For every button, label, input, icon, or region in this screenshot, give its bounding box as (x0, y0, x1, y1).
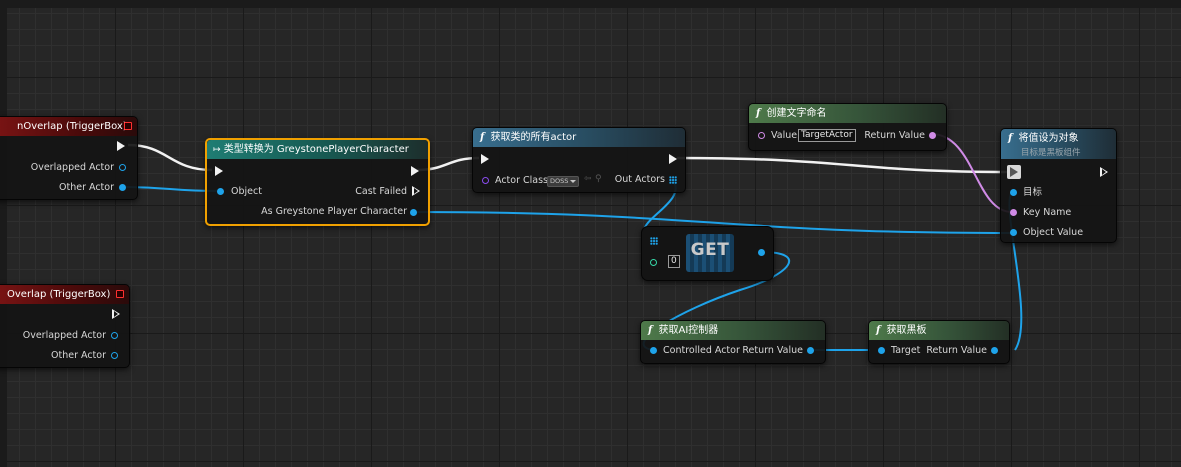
function-icon: f (648, 325, 653, 336)
get-ai-controller-node[interactable]: f 获取AI控制器 Controlled Actor Return Value (640, 320, 826, 364)
as-greystone-pin[interactable] (410, 209, 417, 216)
target-pin[interactable] (1010, 189, 1017, 196)
exec-out-pin[interactable] (112, 309, 120, 319)
pin-label-object: Object (231, 186, 262, 197)
pin-label-controlled-actor: Controlled Actor (663, 345, 740, 356)
key-name-pin[interactable] (1010, 209, 1017, 216)
pin-label-out-actors: Out Actors (614, 174, 665, 185)
get-output-pin[interactable] (758, 249, 765, 256)
exec-out-pin[interactable] (117, 141, 125, 151)
event-node-header: Overlap (TriggerBox) (0, 285, 129, 304)
index-input[interactable]: 0 (668, 255, 680, 268)
browse-search-icon[interactable]: ⚲ (595, 174, 602, 184)
cast-node-header: ↦ 类型转换为 GreystonePlayerCharacter (207, 140, 428, 159)
left-edge-bar (0, 0, 7, 467)
object-pin[interactable] (217, 188, 224, 195)
return-value-pin[interactable] (929, 132, 936, 139)
event-node-begin-overlap-top[interactable]: nOverlap (TriggerBox) Overlapped Actor O… (0, 116, 138, 200)
pin-label-key-name: Key Name (1023, 207, 1072, 218)
get-node-label: GET (690, 240, 730, 260)
pin-label-return-value: Return Value (742, 345, 803, 356)
value-input[interactable]: TargetActor (798, 129, 856, 142)
event-delegate-icon[interactable] (124, 122, 132, 130)
actor-class-pin[interactable] (482, 177, 489, 184)
get-blackboard-header: f 获取黑板 (869, 321, 1009, 340)
use-selected-arrow-icon[interactable]: ⇦ (584, 174, 592, 184)
set-value-title: 将值设为对象 (1018, 133, 1079, 144)
exec-in-pin[interactable] (215, 166, 223, 176)
actor-class-dropdown[interactable]: DOSS (547, 176, 580, 187)
pin-label-other-actor: Other Actor (59, 182, 114, 193)
object-value-pin[interactable] (1010, 229, 1017, 236)
overlapped-actor-pin[interactable] (111, 332, 118, 339)
array-get-node[interactable]: 0 GET (641, 226, 774, 281)
event-node-header: nOverlap (TriggerBox) (0, 117, 137, 136)
cast-arrow-icon: ↦ (213, 145, 221, 155)
index-pin[interactable] (650, 259, 657, 266)
top-edge-bar (0, 0, 1181, 8)
event-node-title: nOverlap (TriggerBox) (17, 121, 127, 132)
function-icon: f (1008, 133, 1013, 144)
exec-in-pin[interactable] (481, 154, 489, 164)
pin-label-other-actor: Other Actor (51, 350, 106, 361)
pin-label-target: Target (891, 345, 921, 356)
controlled-actor-pin[interactable] (650, 347, 657, 354)
get-blackboard-node[interactable]: f 获取黑板 Target Return Value (868, 320, 1010, 364)
pin-label-return-value: Return Value (864, 130, 925, 141)
exec-out-pin[interactable] (1100, 167, 1108, 177)
pin-label-cast-failed: Cast Failed (355, 186, 407, 197)
cast-node[interactable]: ↦ 类型转换为 GreystonePlayerCharacter Object … (205, 138, 430, 226)
set-value-header: f 将值设为对象 (1001, 129, 1116, 159)
exec-in-pin-highlight[interactable] (1007, 165, 1021, 179)
other-actor-pin[interactable] (111, 352, 118, 359)
cast-node-title: 类型转换为 GreystonePlayerCharacter (223, 144, 409, 155)
exec-out-pin[interactable] (411, 166, 419, 176)
function-icon: f (876, 325, 881, 336)
get-all-actors-node[interactable]: f 获取类的所有actor Actor Class DOSS ⇦ ⚲ Out A… (472, 127, 686, 193)
out-actors-array-pin[interactable] (669, 176, 677, 184)
set-value-subtitle: 目标是黑板组件 (1021, 148, 1081, 158)
get-ai-controller-title: 获取AI控制器 (658, 325, 719, 336)
exec-in-pin[interactable] (1010, 167, 1018, 177)
exec-out-pin[interactable] (669, 154, 677, 164)
make-literal-name-header: f 创建文字命名 (749, 104, 946, 123)
pin-label-as-greystone: As Greystone Player Character (261, 206, 407, 217)
pin-label-value: Value (771, 130, 798, 141)
cast-failed-pin[interactable] (412, 186, 420, 196)
make-literal-name-node[interactable]: f 创建文字命名 Value TargetActor Return Value (748, 103, 947, 151)
pin-label-actor-class: Actor Class (495, 175, 549, 186)
exec-wire-overlap-to-cast (127, 143, 213, 172)
set-value-as-object-node[interactable]: f 将值设为对象 目标是黑板组件 目标 Key Name Object Valu… (1000, 128, 1117, 243)
exec-wire-getall-to-setvalue (676, 156, 1013, 174)
event-delegate-icon[interactable] (116, 290, 124, 298)
get-ai-controller-header: f 获取AI控制器 (641, 321, 825, 340)
overlapped-actor-pin[interactable] (119, 164, 126, 171)
get-blackboard-title: 获取黑板 (886, 325, 927, 336)
pin-label-object-value: Object Value (1023, 227, 1084, 238)
value-pin[interactable] (758, 132, 765, 139)
event-node-title: Overlap (TriggerBox) (7, 289, 111, 300)
other-actor-pin[interactable] (119, 184, 126, 191)
pin-label-overlapped-actor: Overlapped Actor (22, 330, 106, 341)
function-icon: f (756, 108, 761, 119)
event-node-begin-overlap-bottom[interactable]: Overlap (TriggerBox) Overlapped Actor Ot… (0, 284, 130, 368)
return-value-pin[interactable] (991, 347, 998, 354)
array-input-pin[interactable] (650, 237, 658, 245)
get-all-actors-header: f 获取类的所有actor (473, 128, 685, 147)
get-all-actors-title: 获取类的所有actor (490, 132, 577, 143)
make-literal-name-title: 创建文字命名 (766, 108, 827, 119)
return-value-pin[interactable] (807, 347, 814, 354)
target-pin[interactable] (878, 347, 885, 354)
pin-label-overlapped-actor: Overlapped Actor (30, 162, 114, 173)
function-icon: f (480, 132, 485, 143)
pin-label-target: 目标 (1023, 187, 1043, 198)
pin-label-return-value: Return Value (926, 345, 987, 356)
